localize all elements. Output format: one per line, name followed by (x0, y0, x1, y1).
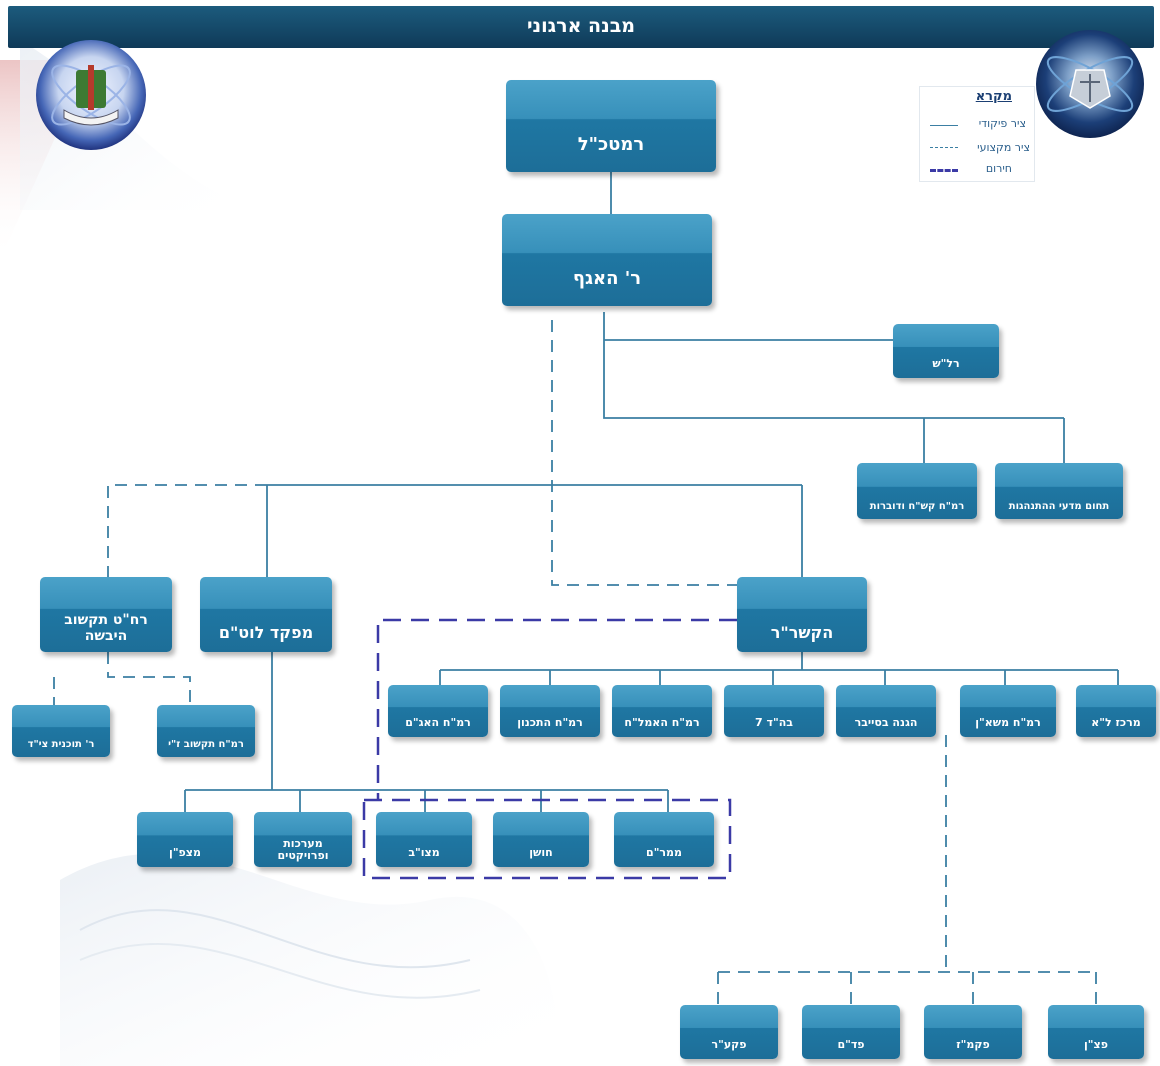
node-merkaz[interactable]: מרכז ל"א (1076, 685, 1156, 737)
legend-title: מקרא (975, 89, 1012, 104)
node-ralash[interactable]: רל"ש (893, 324, 999, 378)
node-head[interactable]: ר' האגף (502, 214, 712, 306)
node-ramach-tichnun[interactable]: רמ"ח התכנון (500, 685, 600, 737)
node-ramach-mashan[interactable]: רמ"ח משא"ן (960, 685, 1056, 737)
legend-professional-line (930, 147, 958, 148)
node-ramach-kashach[interactable]: רמ"ח קש"ח ודוברות (857, 463, 977, 519)
node-padam[interactable]: פד"ם (802, 1005, 900, 1059)
corps-emblem-icon (1036, 30, 1144, 138)
legend-command-line (930, 125, 958, 126)
node-pakmaz[interactable]: פקמ"ז (924, 1005, 1022, 1059)
node-matzuv[interactable]: מצו"ב (376, 812, 472, 867)
legend-professional-label: ציר מקצועי (977, 141, 1030, 154)
node-haganah[interactable]: הגנה בסייבר (836, 685, 936, 737)
node-ramtkal[interactable]: רמטכ"ל (506, 80, 716, 172)
legend-emergency-line (930, 169, 958, 172)
node-r-tochnit[interactable]: ר' תוכנית צי"ד (12, 705, 110, 757)
node-hakshar[interactable]: הקשר"ר (737, 577, 867, 652)
node-madaei[interactable]: תחום מדעי ההתנהגות (995, 463, 1123, 519)
node-maarachot[interactable]: מערכות ופרויקטים (254, 812, 352, 867)
node-rachat[interactable]: רח"ט תקשוב היבשה (40, 577, 172, 652)
node-patzan[interactable]: פצ"ן (1048, 1005, 1144, 1059)
node-ramach-haamlach[interactable]: רמ"ח האמל"ח (612, 685, 712, 737)
node-ramach-tikshuv[interactable]: רמ"ח תקשוב ז"י (157, 705, 255, 757)
node-mamram[interactable]: ממר"ם (614, 812, 714, 867)
node-pakar[interactable]: פקע"ר (680, 1005, 778, 1059)
header-bar: מבנה ארגוני (8, 6, 1154, 48)
legend-emergency-label: חירום (985, 162, 1012, 175)
legend: מקרא ציר פיקודי ציר מקצועי חירום (919, 86, 1035, 182)
node-hoshen[interactable]: חושן (493, 812, 589, 867)
node-ramach-haag[interactable]: רמ"ח האג"ם (388, 685, 488, 737)
node-mifkad[interactable]: מפקד לוט"ם (200, 577, 332, 652)
unit-emblem-icon (36, 40, 146, 150)
page-title: מבנה ארגוני (526, 15, 636, 37)
legend-command-label: ציר פיקודי (978, 117, 1026, 130)
node-bahad7[interactable]: בה"ד 7 (724, 685, 824, 737)
node-mitzpan[interactable]: מצפ"ן (137, 812, 233, 867)
